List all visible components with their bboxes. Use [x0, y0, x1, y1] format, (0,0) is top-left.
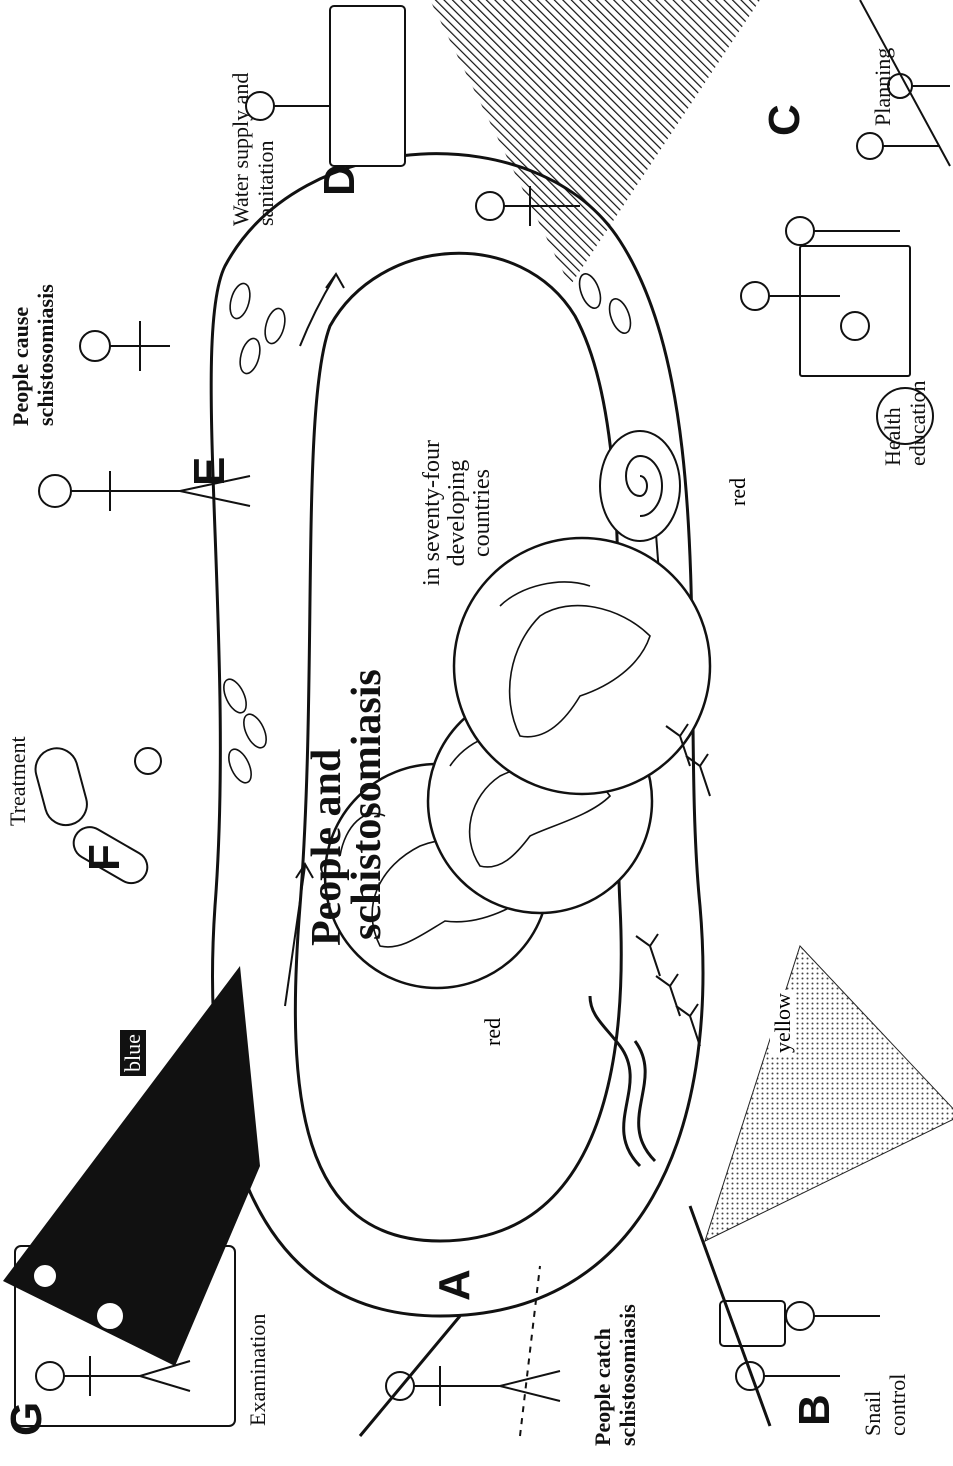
blue-triangle	[3, 966, 260, 1366]
color-tag-red-left: red	[480, 1018, 506, 1046]
title-line-2: schistosomiasis	[348, 669, 388, 940]
label-snail-control: Snail control	[860, 1374, 911, 1436]
letter-f: F	[80, 844, 130, 871]
label-people-cause-line-1: People cause	[8, 284, 33, 426]
label-snail-control-line-1: Snail	[860, 1374, 885, 1436]
worm-pair	[590, 996, 655, 1166]
label-health-education-line-1: Health	[880, 380, 905, 466]
letter-c: C	[760, 104, 810, 136]
label-water-supply: Water supply and sanitation	[228, 73, 279, 226]
yellow-triangle	[705, 946, 953, 1241]
label-people-catch-line-2: schistosomiasis	[615, 1304, 640, 1446]
hatched-triangle	[430, 0, 760, 286]
label-people-catch: People catch schistosomiasis	[590, 1304, 641, 1446]
label-water-supply-line-1: Water supply and	[228, 73, 253, 226]
subtitle-line-2: developing	[445, 440, 470, 586]
subtitle-line-1: in seventy-four	[420, 440, 445, 586]
label-people-catch-line-1: People catch	[590, 1304, 615, 1446]
label-treatment: Treatment	[5, 736, 30, 826]
label-snail-control-line-2: control	[885, 1374, 910, 1436]
letter-g: G	[2, 1402, 52, 1436]
label-people-cause: People cause schistosomiasis	[8, 284, 59, 426]
label-people-cause-line-2: schistosomiasis	[33, 284, 58, 426]
letter-e: E	[185, 457, 235, 486]
letter-b: B	[790, 1394, 840, 1426]
color-tag-red-right: red	[725, 478, 751, 506]
label-examination: Examination	[245, 1314, 270, 1426]
cycle-arrow-right	[300, 274, 344, 346]
label-health-education: Health education	[880, 380, 931, 466]
letter-a: A	[430, 1269, 480, 1301]
color-tag-yellow: yellow	[770, 990, 796, 1056]
subtitle-line-3: countries	[470, 440, 495, 586]
title-line-1: People and	[308, 669, 348, 946]
snail-control-scene	[690, 1206, 880, 1426]
label-health-education-line-2: education	[905, 380, 930, 466]
diagram-subtitle: in seventy-four developing countries	[420, 440, 496, 586]
label-water-supply-line-2: sanitation	[253, 73, 278, 226]
color-tag-blue: blue	[120, 1030, 146, 1076]
snail-shell	[600, 431, 680, 541]
letter-d: D	[315, 164, 365, 196]
diagram-title: People and schistosomiasis	[308, 669, 388, 946]
label-planning: Planning	[870, 48, 895, 126]
